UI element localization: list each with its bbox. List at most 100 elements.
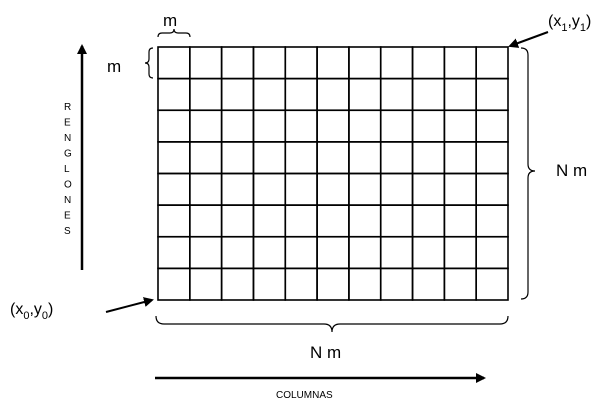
top-right-corner-arrow xyxy=(508,31,549,48)
grid-cell xyxy=(220,46,255,80)
rows-axis-letter: O xyxy=(64,180,72,191)
grid-cell xyxy=(379,77,414,112)
rows-axis-letter: G xyxy=(64,149,72,160)
grid-cell xyxy=(157,141,191,175)
grid-cell xyxy=(189,267,223,301)
grid-cell xyxy=(252,77,287,112)
grid-cell xyxy=(443,77,477,112)
grid-cell xyxy=(411,172,446,206)
grid-cell xyxy=(443,172,477,206)
grid-cell xyxy=(348,109,382,143)
cell-height-label: m xyxy=(107,57,121,76)
grid-cell xyxy=(443,204,477,238)
grid-cell xyxy=(284,204,318,238)
grid-cell xyxy=(220,235,255,270)
cell-height-brace xyxy=(144,47,154,79)
rows-axis-letter: L xyxy=(64,164,70,175)
grid-cell xyxy=(220,204,255,238)
grid-cell xyxy=(379,109,414,143)
grid-cell xyxy=(157,172,191,206)
cell-width-label: m xyxy=(163,11,177,30)
grid-cell xyxy=(379,204,414,238)
width-dimension-label: N m xyxy=(310,343,341,362)
grid-cell xyxy=(189,204,223,238)
grid-cell xyxy=(379,172,414,206)
grid-cell xyxy=(316,267,350,301)
grid-cell xyxy=(220,172,255,206)
grid-cell xyxy=(284,141,318,175)
grid-cell xyxy=(316,172,350,206)
top-right-corner-label: (x1,y1) xyxy=(548,13,591,34)
grid-cell xyxy=(475,204,509,238)
grid-cell xyxy=(157,109,191,143)
grid-cell xyxy=(189,235,223,270)
rows-axis-letter: E xyxy=(64,118,71,129)
rows-axis-letter: N xyxy=(64,133,71,144)
grid-cell xyxy=(284,172,318,206)
grid-cell xyxy=(475,235,509,270)
width-dimension-brace xyxy=(155,315,509,333)
grid-cell xyxy=(189,172,223,206)
grid-cell xyxy=(379,267,414,301)
grid-cell xyxy=(252,235,287,270)
grid-cell xyxy=(284,46,318,80)
grid-cell xyxy=(316,109,350,143)
grid-cell xyxy=(316,204,350,238)
grid-cell xyxy=(443,235,477,270)
grid-cell xyxy=(475,46,509,80)
rows-axis-letter: R xyxy=(64,102,71,113)
grid-cell xyxy=(379,46,414,80)
grid-cell xyxy=(443,141,477,175)
bottom-left-corner-label: (x0,y0) xyxy=(10,301,53,322)
grid-cell xyxy=(475,267,509,301)
grid-cell xyxy=(348,77,382,112)
grid-cell xyxy=(348,267,382,301)
grid-cell xyxy=(348,172,382,206)
grid-cell xyxy=(157,204,191,238)
grid-cell xyxy=(157,267,191,301)
grid-cell xyxy=(189,141,223,175)
grid-cell xyxy=(379,141,414,175)
grid-cell xyxy=(475,172,509,206)
grid-cell xyxy=(475,109,509,143)
grid-cell xyxy=(284,109,318,143)
grid-cell xyxy=(316,235,350,270)
grid-cell xyxy=(220,267,255,301)
grid-cell xyxy=(284,267,318,301)
grid-cell xyxy=(443,46,477,80)
height-dimension-brace xyxy=(520,47,536,300)
grid-cell xyxy=(252,141,287,175)
rows-axis-letter: E xyxy=(64,211,71,222)
grid-cell xyxy=(411,267,446,301)
grid xyxy=(157,46,509,301)
grid-cell xyxy=(348,204,382,238)
grid-cell xyxy=(189,46,223,80)
height-dimension-label: N m xyxy=(556,161,587,180)
grid-cell xyxy=(220,109,255,143)
grid-cell xyxy=(379,235,414,270)
grid-cell xyxy=(348,235,382,270)
grid-cell xyxy=(252,204,287,238)
grid-cell xyxy=(443,109,477,143)
grid-cell xyxy=(252,267,287,301)
grid-cell xyxy=(348,141,382,175)
grid-cell xyxy=(411,235,446,270)
grid-cell xyxy=(157,235,191,270)
grid-cell xyxy=(284,235,318,270)
grid-cell xyxy=(189,109,223,143)
grid-cell xyxy=(475,141,509,175)
grid-cell xyxy=(252,46,287,80)
grid-cell xyxy=(411,204,446,238)
grid-cell xyxy=(475,77,509,112)
grid-cell xyxy=(316,77,350,112)
grid-cell xyxy=(411,77,446,112)
rows-axis-letter: N xyxy=(64,195,71,206)
bottom-left-corner-arrow xyxy=(105,297,154,313)
grid-cell xyxy=(252,172,287,206)
grid-cell xyxy=(411,109,446,143)
columns-axis-label: COLUMNAS xyxy=(276,390,333,401)
grid-cell xyxy=(157,77,191,112)
grid-cell xyxy=(411,141,446,175)
grid-cell xyxy=(220,77,255,112)
